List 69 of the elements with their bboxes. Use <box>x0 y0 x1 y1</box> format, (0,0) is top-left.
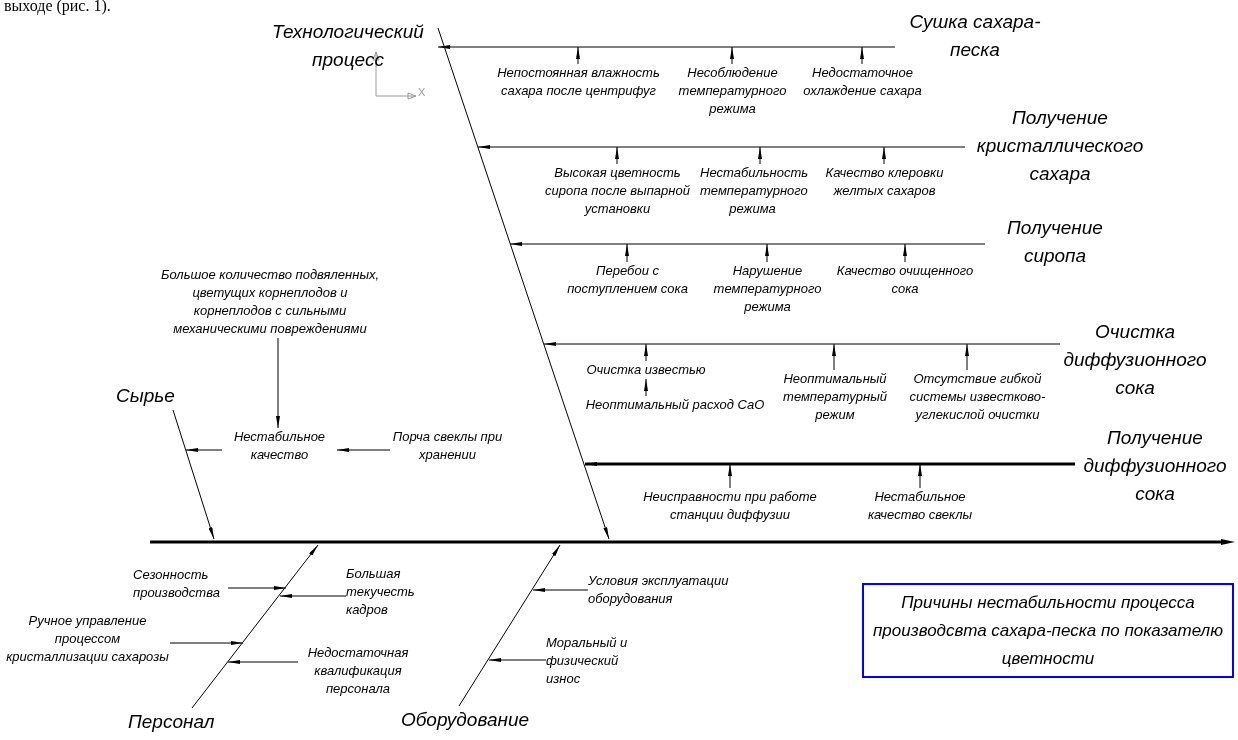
arrow <box>477 145 966 149</box>
cause-label: Большое количество подвяленных, цветущих корнеплодов и корнеплодов с сильными механическими повреждениями <box>160 266 380 338</box>
arrow <box>276 337 280 429</box>
category-label: Сушка сахара-песка <box>895 8 1055 64</box>
cause-label: Неоптимальный температурный режим <box>775 370 895 424</box>
arrow <box>509 242 986 246</box>
arrow <box>576 46 580 65</box>
cause-label: Непостоянная влажность сахара после центрифуг <box>486 64 671 100</box>
cause-label: Качество очищенного сока <box>835 262 975 298</box>
cause-label: Моральный и физический износ <box>546 634 641 688</box>
category-label: Персонал <box>128 708 213 736</box>
arrow <box>279 594 347 598</box>
arrow <box>918 463 922 489</box>
category-label: Очистка диффузионного сока <box>1060 318 1210 402</box>
cause-label: Очистка известью <box>586 361 706 379</box>
arrow <box>585 462 1075 466</box>
arrow <box>169 641 244 645</box>
arrow <box>832 343 836 371</box>
cause-label: Неоптимальный расход CaO <box>575 396 775 414</box>
cause-label: Несоблюдение температурного режима <box>675 64 790 118</box>
cause-label: Недостаточная квалификация персонала <box>298 644 418 698</box>
bone-arrow <box>437 27 610 540</box>
arrow <box>644 378 648 397</box>
arrow <box>615 146 619 165</box>
arrow <box>728 463 732 489</box>
bone-arrow <box>172 409 215 540</box>
cause-label: Условия эксплуатации оборудования <box>588 572 758 608</box>
page-text: выходе (рис. 1). <box>4 0 111 17</box>
arrow <box>543 342 1061 346</box>
bone-arrow <box>458 544 561 707</box>
category-label: Получение диффузионного сока <box>1075 424 1235 508</box>
cause-label: Порча свеклы при хранении <box>390 428 505 464</box>
arrow <box>758 146 762 165</box>
cause-label: Сезонность производства <box>133 566 228 602</box>
arrow <box>336 448 391 452</box>
category-label: Технологический процесс <box>258 18 438 74</box>
category-label: Сырье <box>108 382 183 410</box>
cause-label: Высокая цветность сиропа после выпарной установки <box>540 164 695 218</box>
arrow <box>860 46 864 65</box>
axis-label: X <box>418 85 426 100</box>
arrow <box>625 243 629 263</box>
arrow <box>227 586 287 590</box>
cause-label: Неисправности при работе станции диффузии <box>630 488 830 524</box>
arrow <box>227 660 299 664</box>
arrow <box>765 243 769 263</box>
arrow <box>965 343 969 371</box>
arrow <box>730 46 734 65</box>
cause-label: Отсутствие гибкой системы известково-углекислой очистки <box>900 370 1055 424</box>
cause-label: Нестабильное качество свеклы <box>850 488 990 524</box>
bone-arrow <box>191 544 319 709</box>
category-label: Получение сиропа <box>985 214 1125 270</box>
category-label: Оборудование <box>400 706 530 734</box>
arrow <box>903 243 907 263</box>
arrow <box>488 658 547 662</box>
arrow <box>437 45 896 49</box>
category-label: Получение кристаллического сахара <box>965 104 1155 188</box>
cause-label: Большая текучесть кадров <box>346 565 436 619</box>
arrow <box>532 588 589 592</box>
cause-label: Ручное управление процессом кристаллизации сахарозы <box>5 612 170 666</box>
caption-box: Причины нестабильности процесса производсвта сахара-песка по показателю цветности <box>862 583 1234 678</box>
cause-label: Нестабильное качество <box>222 428 337 464</box>
cause-label: Качество клеровки желтых сахаров <box>812 164 957 200</box>
arrow <box>644 343 648 362</box>
arrow <box>185 448 223 452</box>
cause-label: Нарушение температурного режима <box>705 262 830 316</box>
spine-arrow <box>150 539 1235 545</box>
cause-label: Перебои с поступлением сока <box>555 262 700 298</box>
cause-label: Недостаточное охлаждение сахара <box>800 64 925 100</box>
arrow <box>882 146 886 165</box>
